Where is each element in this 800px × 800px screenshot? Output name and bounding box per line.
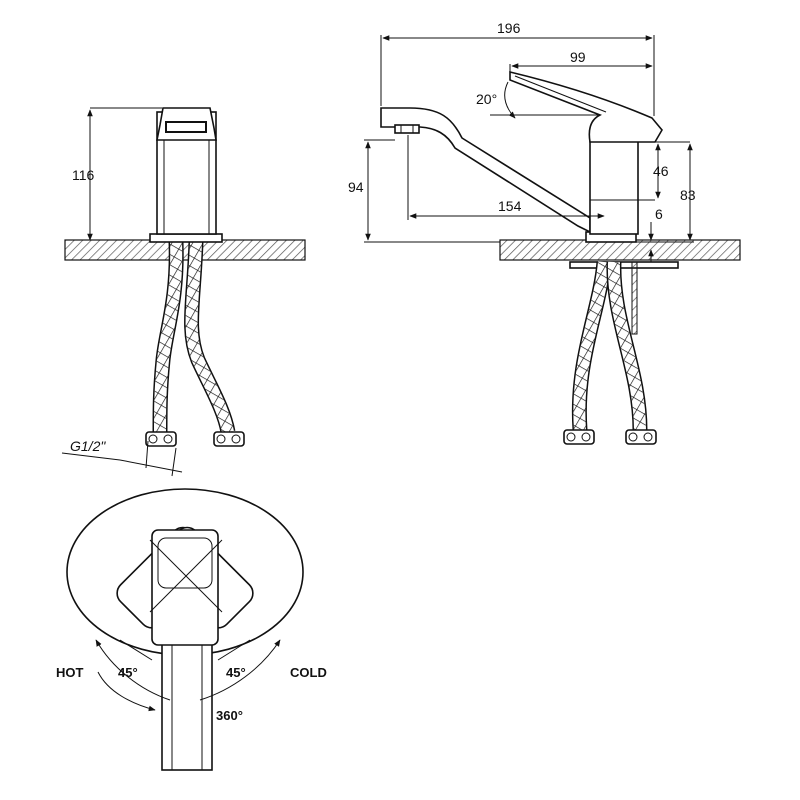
total-length-label: 196 [497, 20, 521, 36]
rotation-arc [97, 671, 156, 712]
lever-length-label: 99 [570, 49, 586, 65]
spout-height-label: 94 [348, 179, 364, 195]
thread-label: G1/2" [70, 438, 106, 454]
side-fitting-right [625, 429, 657, 445]
front-fitting-left [145, 431, 177, 447]
mount-rod [631, 261, 638, 335]
cold-angle-label: 45° [226, 665, 246, 680]
base-thickness-label: 6 [655, 206, 663, 222]
side-lever [509, 70, 663, 143]
side-aerator [394, 124, 420, 134]
cold-label: COLD [290, 665, 327, 680]
hot-angle-arc [95, 639, 171, 701]
rotation-label: 360° [216, 708, 243, 723]
lever-angle-label: 20° [476, 91, 497, 107]
front-countertop [64, 239, 306, 261]
side-view: 196 99 20° 94 154 46 83 6 [348, 20, 741, 445]
side-fitting-left [563, 429, 595, 445]
front-base-flange [149, 233, 223, 243]
mount-plate [569, 261, 679, 269]
front-height-label: 116 [72, 167, 95, 183]
side-body [589, 139, 639, 235]
lever-angle-arc [504, 81, 516, 119]
top-spout [161, 629, 213, 771]
body-height-label: 46 [653, 163, 669, 179]
hot-label: HOT [56, 665, 84, 680]
top-view: HOT COLD 45° 45° 360° [56, 488, 327, 771]
spout-reach-label: 154 [498, 198, 522, 214]
front-view: 116 G1/2" [61, 107, 306, 477]
side-countertop [499, 239, 741, 261]
cold-angle-arc [199, 639, 281, 701]
hot-angle-label: 45° [118, 665, 138, 680]
total-height-label: 83 [680, 187, 696, 203]
front-fitting-right [213, 431, 245, 447]
